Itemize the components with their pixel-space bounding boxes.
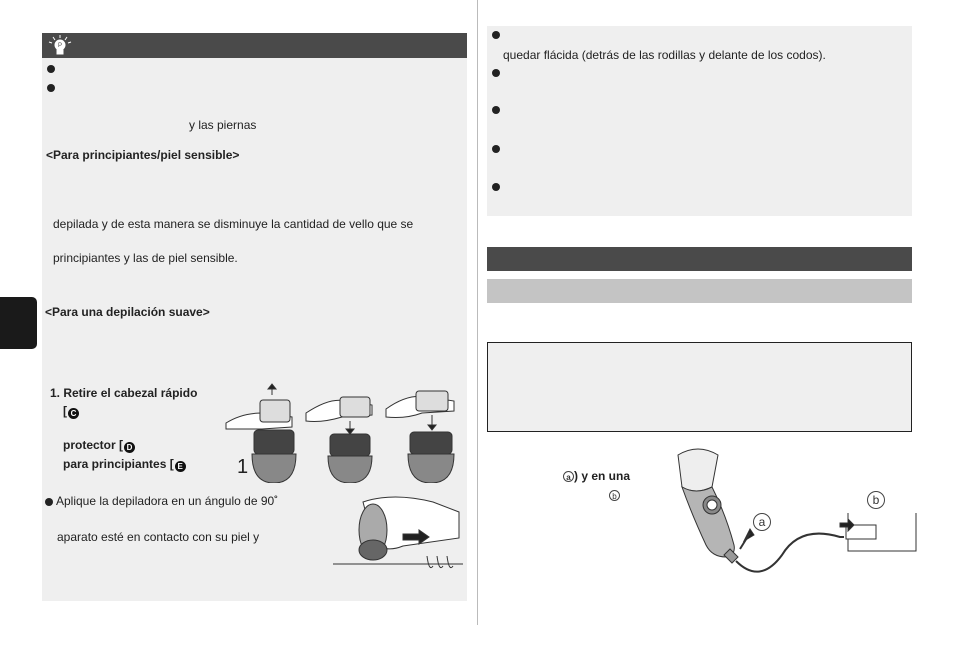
bracket: [ [63, 404, 67, 418]
label-b-small: b [609, 486, 620, 504]
badge-e: E [174, 461, 186, 472]
bullet-dot-icon [47, 65, 55, 73]
figure-head-removal [222, 383, 464, 484]
badge-d: D [124, 442, 135, 453]
step1-line2: [C [63, 404, 79, 419]
section-header-dark [487, 247, 912, 271]
bullet-dot-icon [492, 145, 500, 153]
text-piernas: y las piernas [189, 118, 257, 132]
label-b-large: b [867, 491, 885, 509]
charge-text-label: ) y en una [574, 469, 631, 483]
text-para-principiantes: para principiantes [ [63, 457, 174, 471]
step1-line1: 1. Retire el cabezal rápido [50, 386, 198, 400]
badge-c: C [68, 408, 79, 419]
section-heading-suave: <Para una depilación suave> [45, 305, 210, 319]
text-aplique: Aplique la depiladora en un ángulo de 90… [56, 494, 279, 508]
figure-label-b: b [867, 491, 885, 509]
text-protector: protector [ [63, 438, 123, 452]
label-a-circle: a [563, 471, 574, 482]
text-flacida: quedar flácida (detrás de las rodillas y… [503, 48, 826, 62]
text-principiantes: principiantes y las de piel sensible. [53, 251, 238, 265]
text-aparato: aparato esté en contacto con su piel y [57, 530, 260, 544]
section-heading-principiantes: <Para principiantes/piel sensible> [46, 148, 240, 162]
side-tab [0, 297, 37, 349]
figure-epilator-angle [333, 494, 463, 576]
right-top-panel [487, 26, 912, 216]
bullet-dot-icon [45, 498, 53, 506]
lightbulb-icon: P [45, 34, 75, 56]
figure-label-a: a [753, 513, 771, 531]
notice-box [487, 342, 912, 432]
bullet-dot-icon [492, 183, 500, 191]
bullet-dot-icon [492, 106, 500, 114]
bullet-dot-icon [492, 31, 500, 39]
column-divider [477, 0, 478, 625]
label-a-large: a [753, 513, 771, 531]
step1-line4: para principiantes [E [63, 457, 186, 472]
bullet-dot-icon [47, 84, 55, 92]
figure-number: 1 [237, 456, 249, 478]
charge-text: a) y en una [563, 469, 630, 483]
text-depilada: depilada y de esta manera se disminuye l… [53, 217, 414, 231]
tips-header [42, 33, 467, 58]
figure-charging [650, 445, 920, 580]
bullet-dot-icon [492, 69, 500, 77]
step1-line3: protector [D [63, 438, 135, 453]
label-b-circle: b [609, 490, 620, 501]
section-header-light [487, 279, 912, 303]
svg-text:P: P [58, 43, 62, 49]
